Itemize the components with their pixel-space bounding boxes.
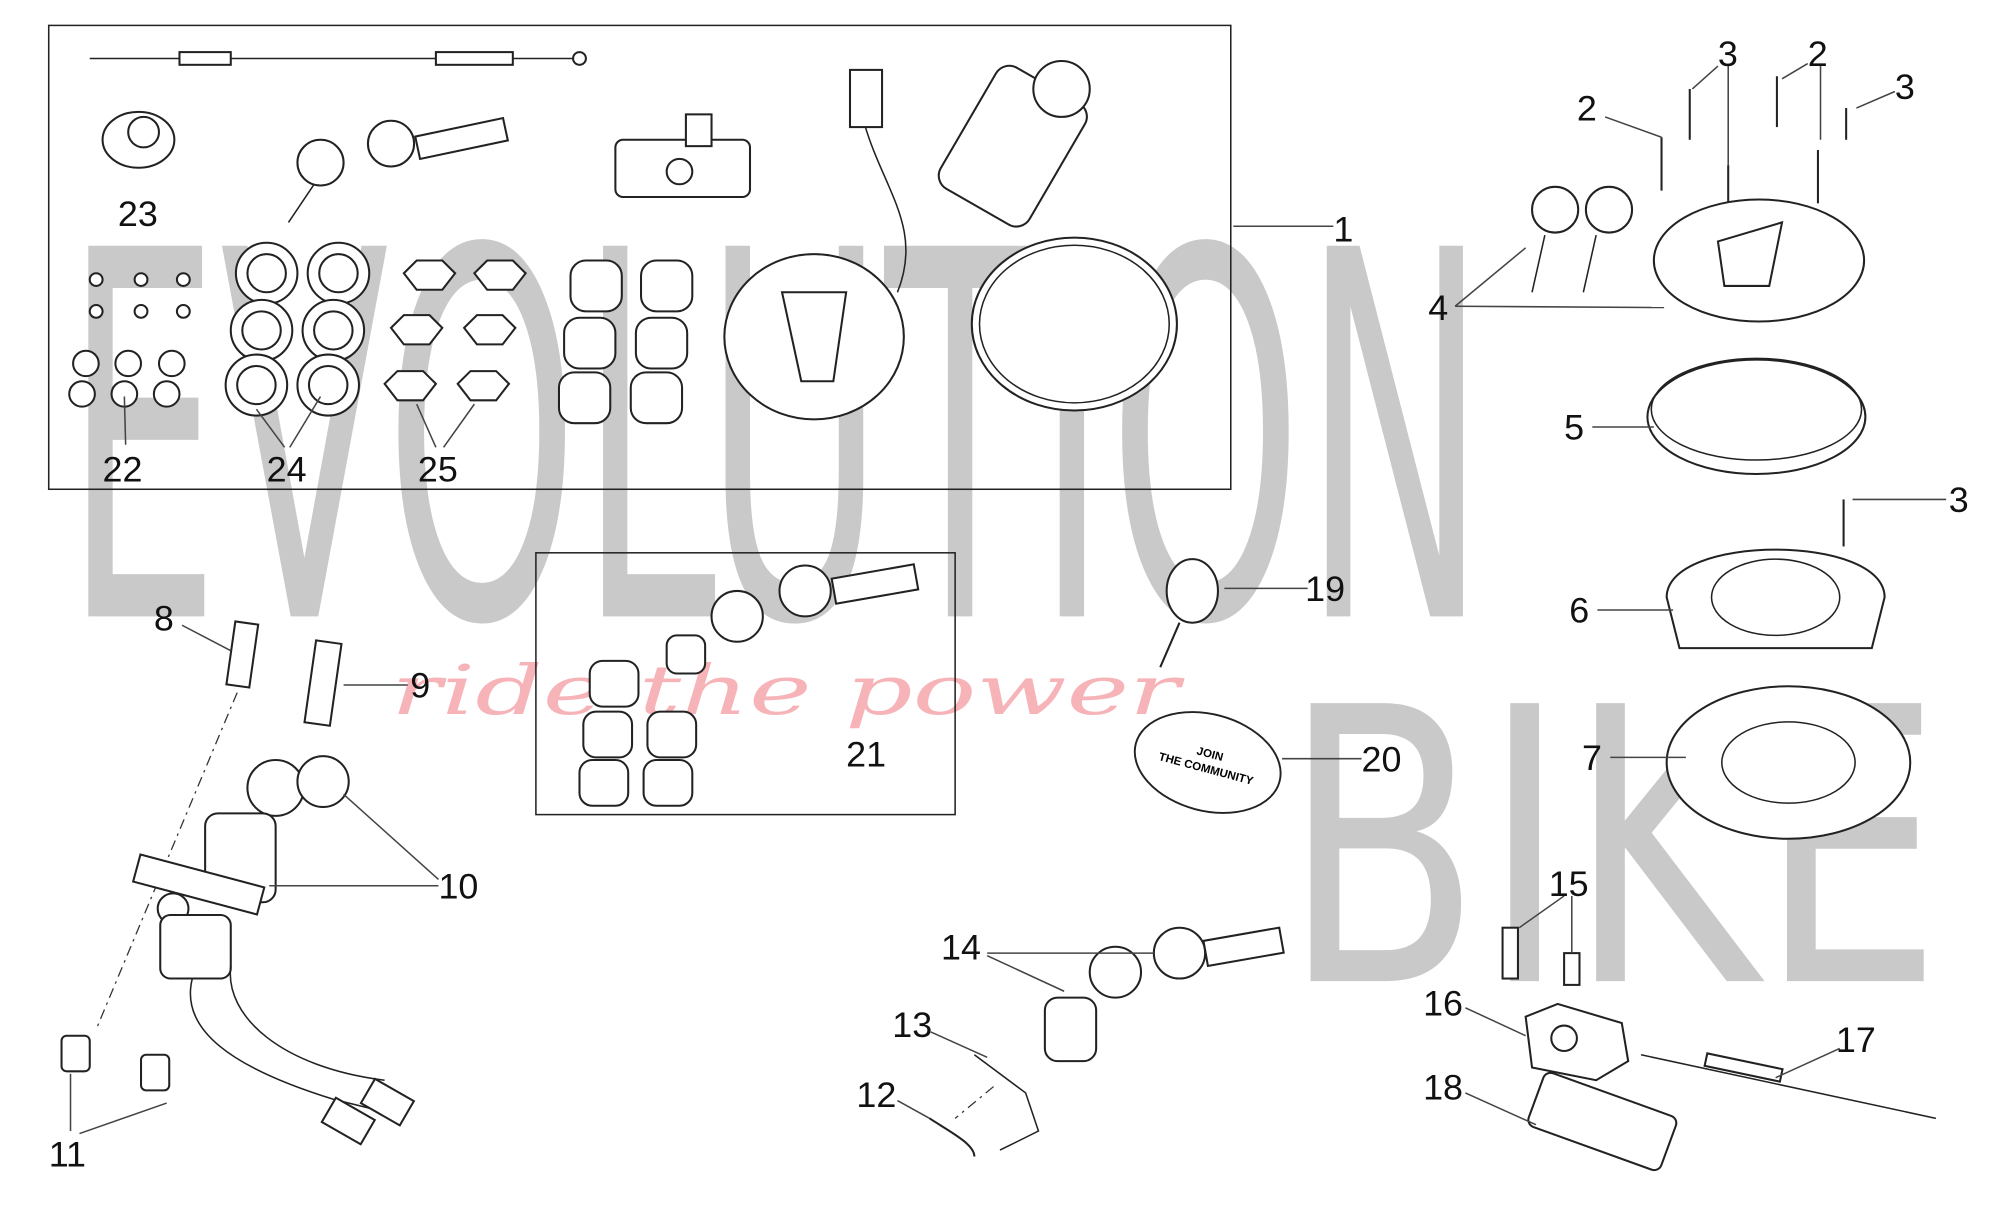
- watermark-brand-top: EVOLUTION: [64, 145, 1487, 736]
- key-icon: [296, 138, 345, 187]
- callout-12: 12: [856, 1075, 896, 1115]
- callout-10: 10: [438, 867, 478, 907]
- seat-lock-assembly: [928, 926, 1285, 1157]
- callout-25: 25: [418, 450, 458, 490]
- callout-11: 11: [49, 1135, 86, 1175]
- callout-8: 8: [154, 598, 174, 638]
- callout-14: 14: [941, 928, 981, 968]
- callout-3: 3: [1949, 480, 1969, 520]
- fuel-cap-assembly: [1531, 76, 1912, 840]
- callout-19: 19: [1305, 569, 1345, 609]
- callout-18: 18: [1423, 1067, 1463, 1107]
- callout-23: 23: [118, 194, 158, 234]
- callout-20: 20: [1362, 740, 1402, 780]
- callout-2: 2: [1577, 89, 1597, 129]
- callout-1: 1: [1333, 210, 1353, 250]
- seal-ring: [970, 236, 1178, 412]
- callout-5: 5: [1564, 408, 1584, 448]
- callout-3: 3: [1895, 67, 1915, 107]
- spare-key-19: [1159, 558, 1219, 668]
- callout-2: 2: [1808, 34, 1828, 74]
- cap-base-6: [1665, 548, 1886, 650]
- kit-21-parts: [578, 563, 920, 807]
- callout-24: 24: [267, 450, 307, 490]
- flange-7: [1665, 685, 1912, 840]
- callout-15: 15: [1549, 864, 1589, 904]
- kit-1-parts: [68, 51, 1178, 425]
- gasket-5: [1646, 358, 1867, 476]
- community-badge-20: JOIN THE COMMUNITY: [1133, 711, 1282, 814]
- callout-16: 16: [1423, 984, 1463, 1024]
- washers-22-23: [68, 272, 191, 408]
- kit-box-1: [47, 24, 1232, 491]
- callout-17: 17: [1836, 1020, 1876, 1060]
- ignition-lock-assembly: [60, 620, 416, 1146]
- key-icon: [1531, 185, 1580, 234]
- lock-cylinders: [557, 259, 694, 425]
- kit-box-21: [535, 552, 956, 816]
- rings-24: [224, 241, 371, 417]
- nuts-25: [383, 259, 528, 402]
- callout-7: 7: [1582, 738, 1602, 778]
- callout-6: 6: [1569, 591, 1589, 631]
- leader-lines: [69, 62, 1947, 1135]
- latch-assembly: [1501, 926, 1937, 1172]
- callout-21: 21: [846, 734, 886, 774]
- key-icon: [366, 119, 416, 168]
- callout-22: 22: [103, 450, 143, 490]
- callout-3: 3: [1718, 34, 1738, 74]
- key-icon: [1584, 185, 1634, 234]
- callouts: 1 2 2 3 3 3 4 5 6 7 8 9 10 11 12 13 14 1…: [49, 34, 1969, 1174]
- callout-4: 4: [1428, 288, 1448, 328]
- callout-13: 13: [892, 1005, 932, 1045]
- callout-9: 9: [410, 666, 430, 706]
- watermark-slogan: ride the power: [391, 651, 1186, 731]
